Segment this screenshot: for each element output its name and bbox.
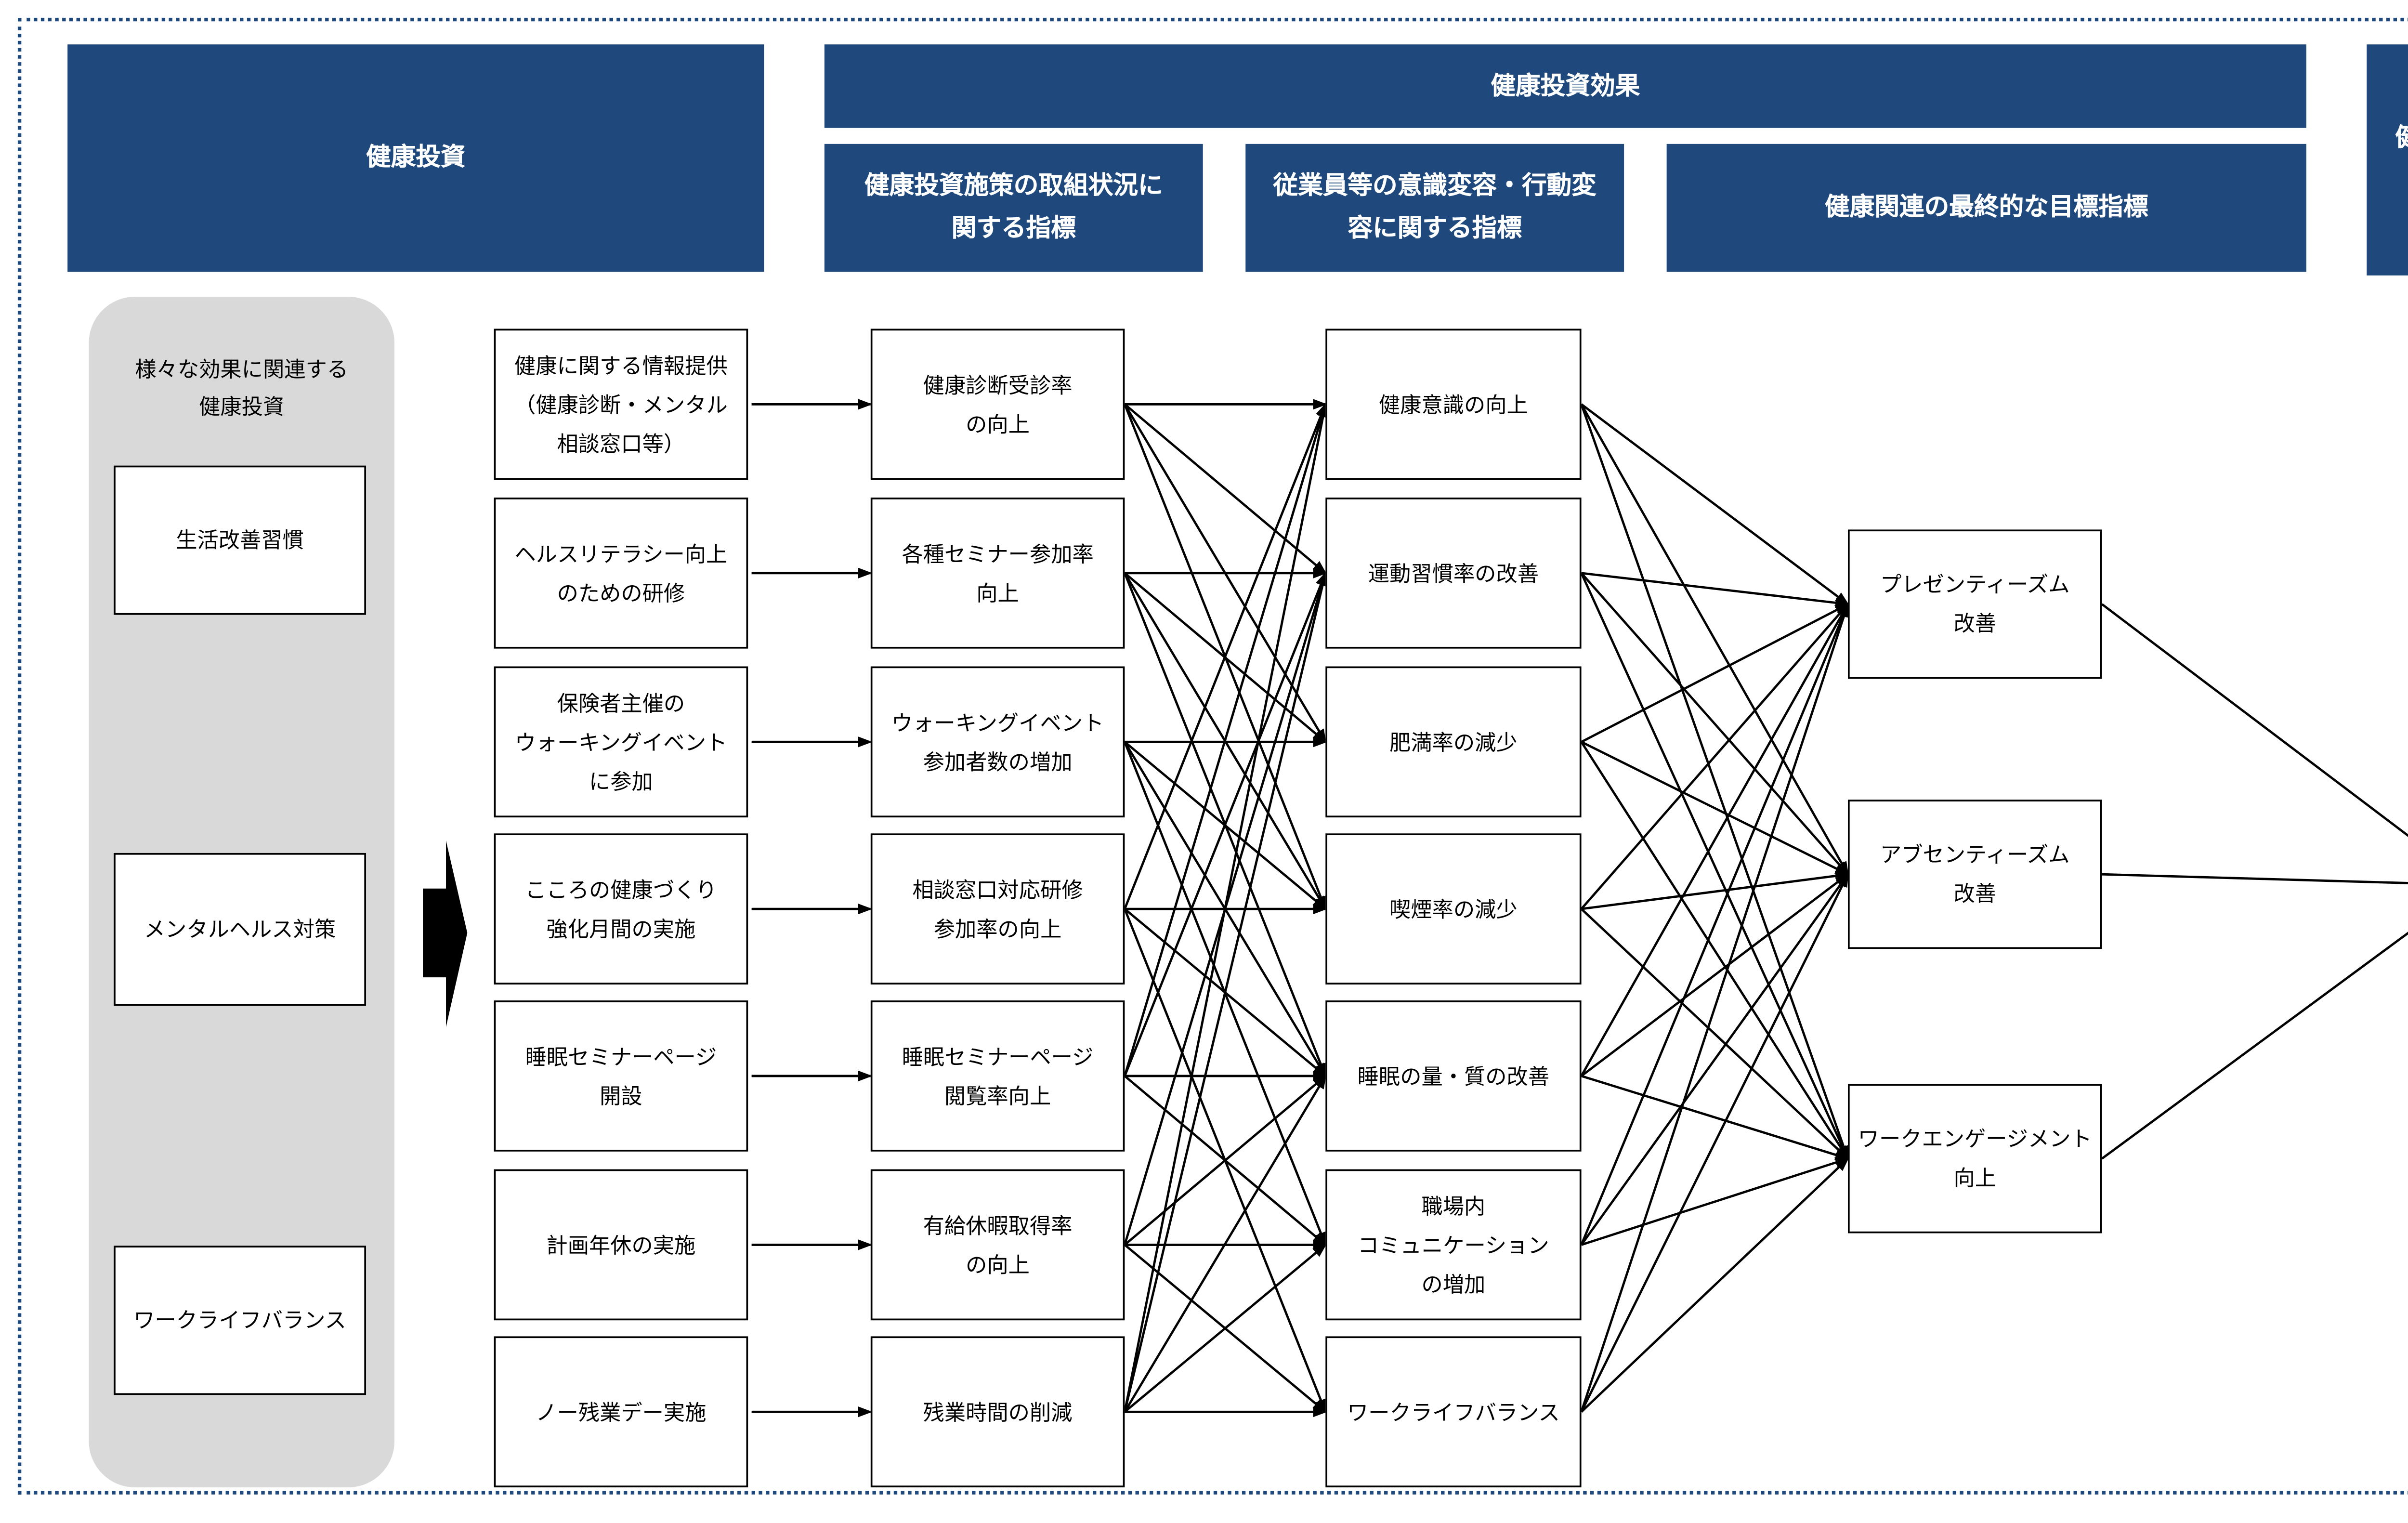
behavior-box: 喫煙率の減少: [1325, 833, 1582, 985]
behavior-box: ワークライフバランス: [1325, 1336, 1582, 1488]
sidebar-title: 様々な効果に関連する 健康投資: [135, 357, 349, 420]
header-behavior-indicators: 従業員等の意識変容・行動変 容に関する指標: [1245, 144, 1624, 272]
measure-box: 健康に関する情報提供 （健康診断・メンタル 相談窓口等）: [494, 328, 748, 480]
indicator-box: 有給休暇取得率 の向上: [870, 1169, 1125, 1321]
measure-box: ヘルスリテラシー向上 のための研修: [494, 498, 748, 649]
sidebar-item-lifestyle: 生活改善習慣: [114, 465, 366, 615]
measure-box: 睡眠セミナーページ 開設: [494, 1000, 748, 1152]
sidebar-item-work-life-balance: ワークライフバランス: [114, 1246, 366, 1395]
indicator-box: 各種セミナー参加率 向上: [870, 498, 1125, 649]
measure-box: こころの健康づくり 強化月間の実施: [494, 833, 748, 985]
indicator-box: 残業時間の削減: [870, 1336, 1125, 1488]
header-measure-indicators: 健康投資施策の取組状況に 関する指標: [824, 144, 1203, 272]
indicator-box: 健康診断受診率 の向上: [870, 328, 1125, 480]
behavior-box: 職場内 コミュニケーション の増加: [1325, 1169, 1582, 1321]
dotted-frame: [17, 17, 2408, 1495]
outcome-box: ワークエンゲージメント 向上: [1847, 1084, 2102, 1234]
measure-box: 保険者主催の ウォーキングイベント に参加: [494, 666, 748, 818]
header-investment: 健康投資: [67, 44, 764, 272]
indicator-box: 睡眠セミナーページ 閲覧率向上: [870, 1000, 1125, 1152]
behavior-box: 睡眠の量・質の改善: [1325, 1000, 1582, 1152]
indicator-box: 相談窓口対応研修 参加率の向上: [870, 833, 1125, 985]
measure-box: 計画年休の実施: [494, 1169, 748, 1321]
outcome-box: アブセンティーズム 改善: [1847, 800, 2102, 949]
behavior-box: 運動習慣率の改善: [1325, 498, 1582, 649]
measure-box: ノー残業デー実施: [494, 1336, 748, 1488]
behavior-box: 健康意識の向上: [1325, 328, 1582, 480]
header-effect: 健康投資効果: [824, 44, 2306, 128]
sidebar-item-mental-health: メンタルヘルス対策: [114, 853, 366, 1006]
header-management-issue: 健康経営で解決したい経営 課題: [2367, 44, 2408, 276]
behavior-box: 肥満率の減少: [1325, 666, 1582, 818]
outcome-box: プレゼンティーズム 改善: [1847, 529, 2102, 679]
header-final-indicators: 健康関連の最終的な目標指標: [1666, 144, 2306, 272]
indicator-box: ウォーキングイベント 参加者数の増加: [870, 666, 1125, 818]
